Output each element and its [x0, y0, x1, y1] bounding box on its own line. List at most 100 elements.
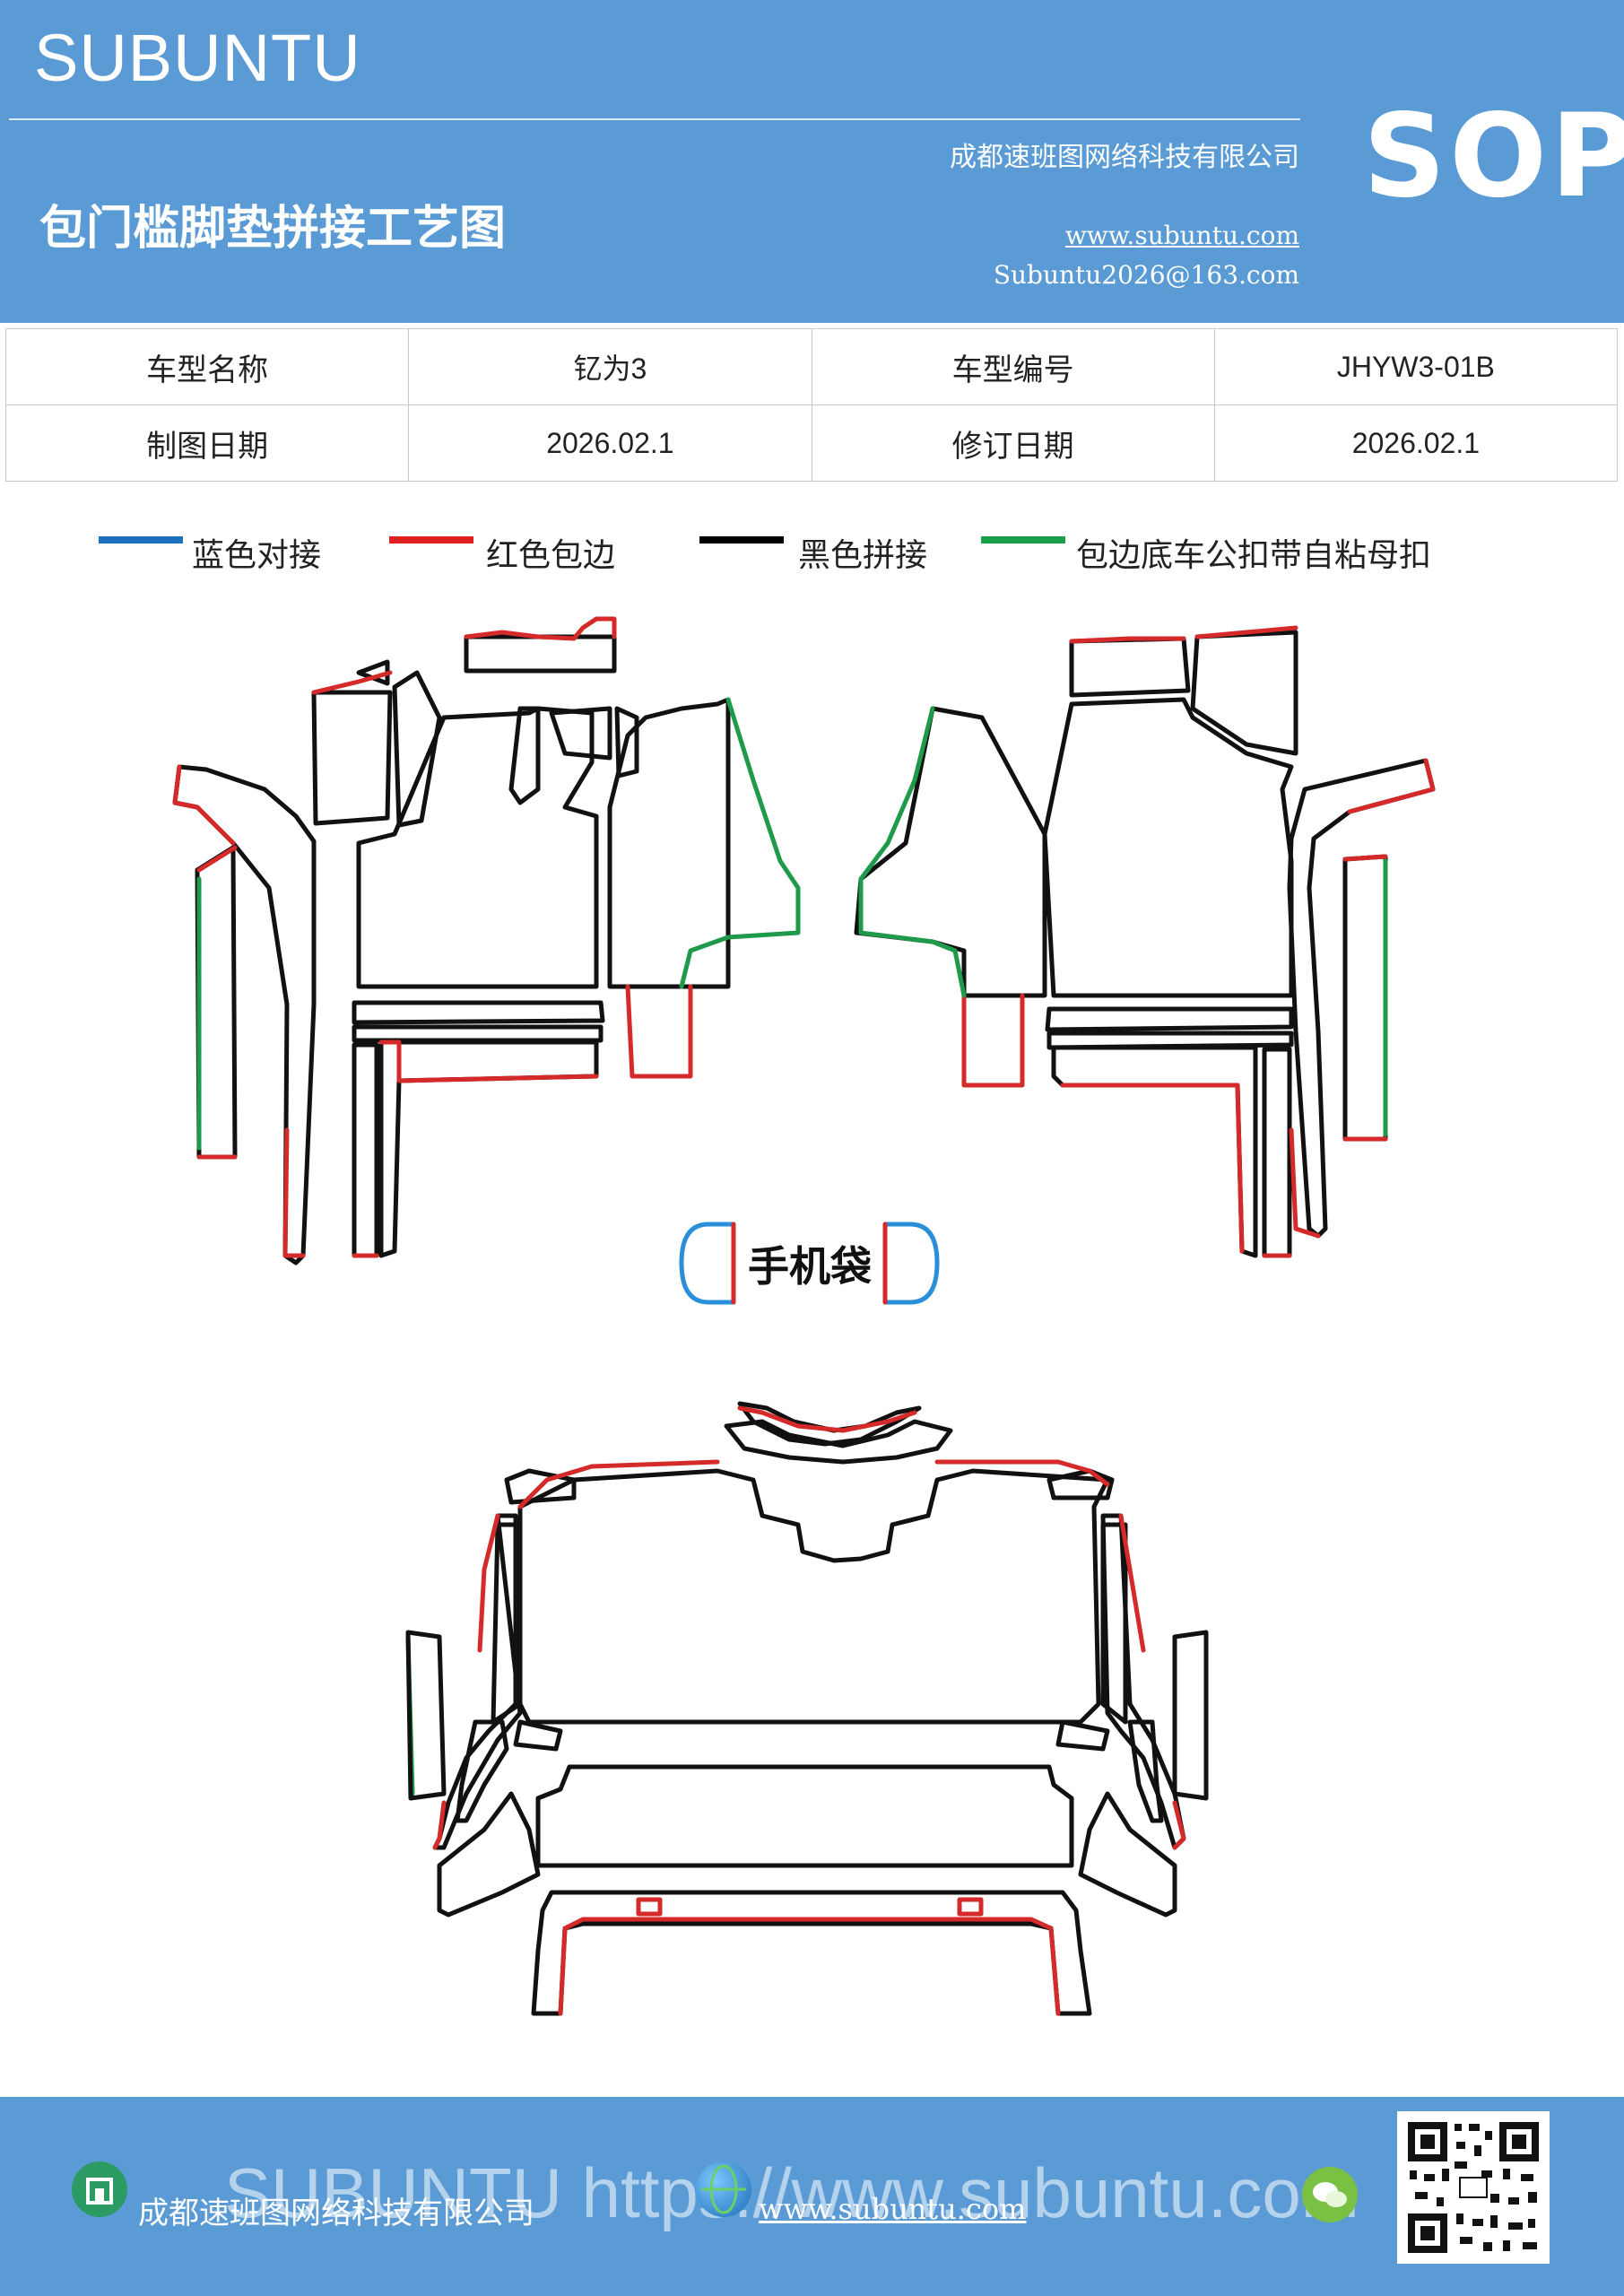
sop-label: SOP: [1363, 90, 1624, 223]
rear-main-mat: [517, 1468, 1110, 1725]
legend-swatch-black: [699, 536, 784, 544]
legend-label: 红色包边: [486, 537, 616, 574]
legend-label: 黑色拼接: [798, 537, 928, 574]
rear-right-connector: [1046, 1468, 1115, 1500]
rear-left-panel: [491, 1522, 523, 1725]
edge-rear-slot-right: [957, 1897, 984, 1917]
company-name: 成都速班图网络科技有限公司: [950, 142, 1299, 173]
front-left-inner-strip: [352, 1042, 379, 1258]
edge-front-right-side-bottom: [1289, 1127, 1321, 1239]
phone-bag-piece: [679, 1222, 940, 1305]
rear-right-side-strip: [1127, 1719, 1164, 1823]
edge-rear-bottom-arch: [558, 1917, 1061, 2016]
front-left-main-mat: [356, 706, 599, 989]
edge-rear-left-outer: [432, 1800, 447, 1850]
phone-bag-right-join: [882, 1222, 940, 1305]
front-right-side-strip: [1342, 854, 1388, 1142]
legend-label: 包边底车公扣带自粘母扣: [1076, 537, 1432, 574]
edge-rear-right-side: [1118, 1513, 1146, 1653]
wechat-icon[interactable]: [1302, 2167, 1358, 2222]
front-left-connector: [508, 706, 541, 805]
edge-front-left-back: [464, 616, 617, 641]
front-left-back-panel: [464, 634, 617, 674]
edge-front-left-side: [172, 764, 236, 846]
snap-front-left-pedal: [679, 697, 801, 989]
rear-left-wing: [437, 1791, 541, 1918]
red-edges: [172, 616, 1436, 2016]
rear-top-bridge: [724, 1419, 953, 1465]
email-address[interactable]: Subuntu2026@163.com: [993, 260, 1299, 290]
legend-swatch-blue: [99, 536, 183, 544]
header-divider: [9, 118, 1300, 120]
snap-front-right-pedal: [858, 706, 967, 998]
rear-left-side-strip: [455, 1719, 509, 1823]
legend-swatch-green: [981, 536, 1065, 544]
front-right-back-panel: [1069, 636, 1191, 698]
legend-label: 蓝色对接: [192, 537, 322, 574]
footer-website-link[interactable]: www.subuntu.com: [759, 2192, 1027, 2226]
label-revise-date: 修订日期: [811, 404, 1215, 482]
label-model-code: 车型编号: [811, 328, 1215, 405]
rear-arc-piece: [737, 1401, 922, 1447]
vehicle-info-table: 车型名称 钇为3 车型编号 JHYW3-01B 制图日期 2026.02.1 修…: [4, 328, 1619, 482]
edge-front-right-back: [1069, 636, 1186, 644]
front-right-small-piece: [1190, 630, 1298, 756]
front-left-floor-strip: [378, 1039, 599, 1258]
rear-left-connector: [504, 1468, 577, 1505]
header-banner: SUBUNTU 包门槛脚垫拼接工艺图 成都速班图网络科技有限公司 www.sub…: [0, 0, 1624, 323]
front-left-small-piece-2: [392, 670, 442, 828]
front-right-sill-strip: [1045, 1006, 1294, 1032]
website-link[interactable]: www.subuntu.com: [1064, 221, 1299, 250]
edge-front-right-side: [1347, 758, 1436, 814]
front-right-side-piece: [1287, 758, 1436, 1239]
front-left-sill-strip: [352, 1000, 605, 1025]
rear-left-small-piece: [513, 1719, 563, 1752]
edge-rear-top: [737, 1405, 917, 1433]
rear-wing-outlines: [405, 1630, 1209, 1801]
floor-mat-diagram: 手机袋: [172, 616, 1436, 2016]
front-left-sill-strip-2: [352, 1024, 604, 1043]
rear-right-wing: [1078, 1791, 1177, 1918]
front-left-side-strip: [195, 845, 238, 1160]
edge-front-right-pedal: [961, 993, 1025, 1088]
front-left-small-piece: [311, 690, 393, 826]
label-draw-date: 制图日期: [4, 404, 410, 482]
edge-front-right-small: [1194, 625, 1298, 639]
label-model-name: 车型名称: [4, 328, 410, 405]
edge-front-left-floor: [378, 1039, 599, 1083]
footer-watermark: SUBUNTU https://www.subuntu.com: [224, 2153, 1359, 2232]
value-draw-date: 2026.02.1: [408, 404, 812, 482]
brand-name: SUBUNTU: [34, 21, 361, 95]
value-model-code: JHYW3-01B: [1213, 328, 1619, 405]
edge-rear-main-left: [517, 1459, 720, 1509]
edge-rear-right-outer: [1172, 1800, 1186, 1850]
edge-front-right-floor: [1060, 1083, 1245, 1254]
footer-company-name: 成都速班图网络科技有限公司: [138, 2196, 534, 2231]
value-model-name: 钇为3: [408, 328, 812, 405]
legend-swatch-red: [389, 536, 473, 544]
rear-left-wing-piece: [405, 1630, 447, 1801]
edge-front-right-strip: [1342, 854, 1388, 862]
edge-rear-left-side: [477, 1513, 500, 1653]
edge-front-left-strip: [196, 845, 238, 873]
value-revise-date: 2026.02.1: [1213, 404, 1619, 482]
edge-rear-slot-left: [636, 1897, 663, 1917]
phone-bag-left-join: [679, 1222, 736, 1305]
table-row: 制图日期 2026.02.1 修订日期 2026.02.1: [4, 404, 1619, 482]
rear-right-panel: [1100, 1522, 1128, 1725]
rear-bottom-arch: [531, 1890, 1092, 2016]
front-right-pedal-piece: [854, 706, 1047, 998]
globe-icon: [696, 2161, 751, 2217]
front-right-inner-strip: [1262, 1047, 1292, 1258]
front-right-sill-strip-2: [1046, 1031, 1294, 1050]
table-row: 车型名称 钇为3 车型编号 JHYW3-01B: [4, 328, 1619, 405]
front-left-connector-3: [614, 706, 639, 778]
front-left-side-piece: [172, 764, 317, 1265]
footer-banner: SUBUNTU https://www.subuntu.com 成都速班图网络科…: [0, 2097, 1624, 2296]
document-title: 包门槛脚垫拼接工艺图: [39, 202, 507, 256]
building-icon: [72, 2161, 127, 2217]
rear-right-small-piece: [1055, 1719, 1110, 1752]
edge-front-left-small: [311, 670, 393, 695]
edge-rear-main-right: [934, 1459, 1110, 1487]
rear-right-wing-piece: [1172, 1630, 1209, 1801]
